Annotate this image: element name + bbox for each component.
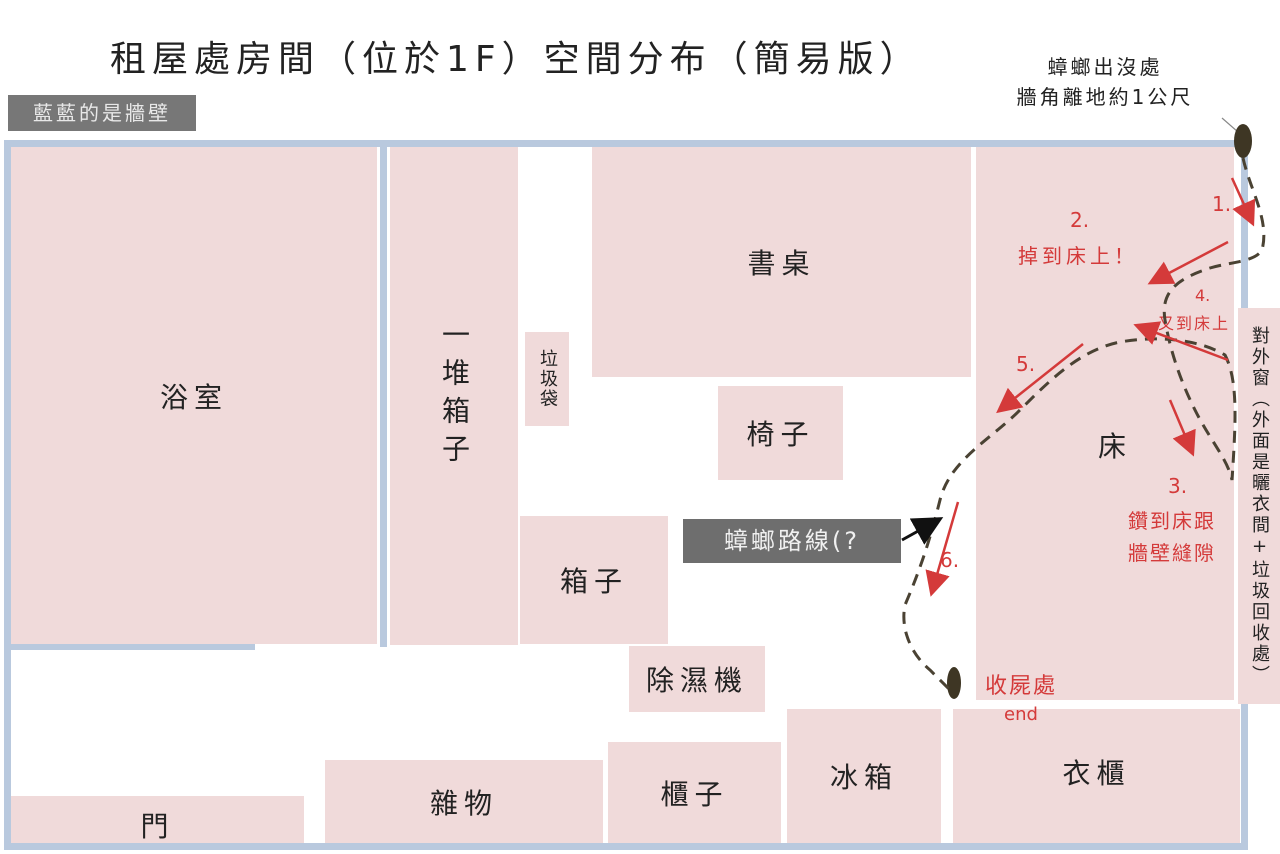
wall-left [4, 140, 11, 850]
end-place-label: 收屍處 [985, 674, 1058, 699]
roach-route-path [902, 157, 1266, 692]
bathroom-label: 浴室 [159, 380, 228, 414]
wall-bathroom-side [380, 147, 387, 647]
fridge: 冰箱 [787, 709, 941, 843]
roach-end-dot [947, 667, 961, 699]
wall-bathroom-bottom [11, 644, 255, 650]
step-4-number: 4. [1195, 286, 1211, 305]
cabinet: 櫃子 [608, 742, 781, 843]
wardrobe-label: 衣櫃 [1062, 757, 1131, 790]
step-2-text: 掉到床上！ [1018, 244, 1138, 268]
step-2-number: 2. [1070, 208, 1090, 232]
step-5-label: 5. [1016, 352, 1036, 376]
window: 對外窗（外面是曬衣間+垃圾回收處） [1238, 308, 1280, 704]
origin-leader-line [1221, 117, 1239, 133]
chair-label: 椅子 [746, 418, 815, 451]
cabinet-label: 櫃子 [660, 777, 729, 811]
roach-origin-line1: 蟑螂出沒處 [1047, 55, 1163, 79]
boxes-pile: 一堆箱子 [390, 147, 518, 645]
step-6-label: 6. [940, 548, 960, 572]
step-4-arrow [1133, 321, 1229, 362]
diagram-title: 租屋處房間（位於1F）空間分布（簡易版） [110, 39, 922, 80]
step-3-line2: 牆壁縫隙 [1128, 541, 1216, 565]
box: 箱子 [520, 516, 668, 644]
dehumidifier-label: 除濕機 [645, 664, 748, 697]
roach-start-dot [1234, 124, 1252, 158]
wall-top [4, 140, 1248, 147]
step-3-line1: 鑽到床跟 [1128, 509, 1216, 533]
wardrobe: 衣櫃 [953, 709, 1240, 843]
step-5-arrow [996, 343, 1084, 414]
bathroom: 浴室 [11, 147, 377, 644]
misc-label: 雜物 [429, 786, 498, 820]
fridge-label: 冰箱 [829, 761, 898, 794]
step-3-number: 3. [1168, 474, 1188, 498]
trash-bag: 垃圾袋 [525, 332, 569, 426]
wall-bottom [4, 843, 1248, 850]
roach-origin-line2: 牆角離地約1公尺 [1016, 85, 1194, 109]
step-2-arrow [1147, 240, 1229, 285]
dehumidifier: 除濕機 [629, 646, 765, 712]
roach-origin-note: 蟑螂出沒處 牆角離地約1公尺 [1000, 52, 1210, 112]
bed-label: 床 [1098, 430, 1133, 463]
misc-items: 雜物 [325, 760, 603, 843]
trash-bag-label: 垃圾袋 [537, 349, 558, 409]
route-label: 蟑螂路線(? [683, 519, 901, 563]
box-label: 箱子 [559, 565, 628, 598]
step-4-text: 又到床上 [1158, 314, 1231, 333]
desk-label: 書桌 [747, 247, 816, 280]
desk: 書桌 [592, 147, 971, 377]
step-6-arrow [925, 501, 960, 597]
boxes-pile-label: 一堆箱子 [438, 320, 471, 472]
step-3-arrow [1168, 399, 1196, 457]
door: 門 [11, 796, 304, 843]
end-word-label: end [1004, 704, 1038, 725]
chair: 椅子 [718, 386, 843, 480]
bed: 床 [976, 147, 1234, 700]
wall-legend: 藍藍的是牆壁 [8, 95, 196, 131]
door-label: 門 [140, 809, 175, 843]
step-1-arrow [1230, 177, 1256, 227]
route-label-arrow [901, 517, 944, 545]
step-1-label: 1. [1212, 192, 1232, 216]
window-label: 對外窗（外面是曬衣間+垃圾回收處） [1249, 326, 1270, 686]
